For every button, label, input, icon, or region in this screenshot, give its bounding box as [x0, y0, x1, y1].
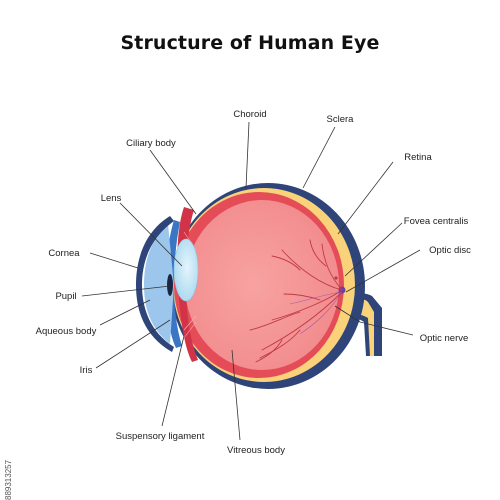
- label-suspensory-ligament: Suspensory ligament: [116, 431, 205, 442]
- leader-sclera: [302, 126, 336, 189]
- leader-vitreous-body: [231, 349, 241, 441]
- label-vitreous-body: Vitreous body: [227, 445, 285, 456]
- label-sclera: Sclera: [327, 114, 355, 125]
- label-optic-nerve: Optic nerve: [420, 333, 469, 344]
- label-aqueous-body: Aqueous body: [36, 326, 97, 337]
- pupil: [167, 274, 173, 296]
- leader-suspensory-ligament: [161, 335, 185, 427]
- leader-retina: [337, 161, 394, 235]
- stock-image-id: 889313257: [4, 459, 13, 500]
- leader-fovea: [344, 222, 403, 277]
- leader-lens: [119, 202, 183, 267]
- label-optic-disc: Optic disc: [429, 245, 471, 256]
- leader-cornea: [89, 252, 139, 269]
- aqueous-chamber: [144, 224, 174, 344]
- label-pupil: Pupil: [55, 291, 76, 302]
- lens: [173, 238, 199, 302]
- leader-optic-disc: [345, 249, 421, 293]
- label-iris: Iris: [80, 365, 93, 376]
- label-cornea: Cornea: [48, 248, 80, 259]
- label-ciliary-body: Ciliary body: [126, 138, 176, 149]
- vitreous-body: [185, 200, 339, 370]
- label-fovea-centralis: Fovea centralis: [404, 216, 469, 227]
- leader-choroid: [245, 121, 250, 189]
- leader-ciliary-body: [149, 149, 197, 215]
- label-retina: Retina: [404, 152, 432, 163]
- leader-aqueous-body: [99, 299, 151, 326]
- fovea-centralis: [334, 276, 338, 280]
- label-lens: Lens: [101, 193, 122, 204]
- diagram-title: Structure of Human Eye: [120, 32, 380, 54]
- cornea: [136, 216, 174, 352]
- blood-vessels: [249, 239, 343, 363]
- leader-iris: [95, 319, 171, 369]
- leader-pupil: [81, 285, 171, 297]
- label-choroid: Choroid: [233, 109, 266, 120]
- leader-optic-nerve: [334, 305, 414, 336]
